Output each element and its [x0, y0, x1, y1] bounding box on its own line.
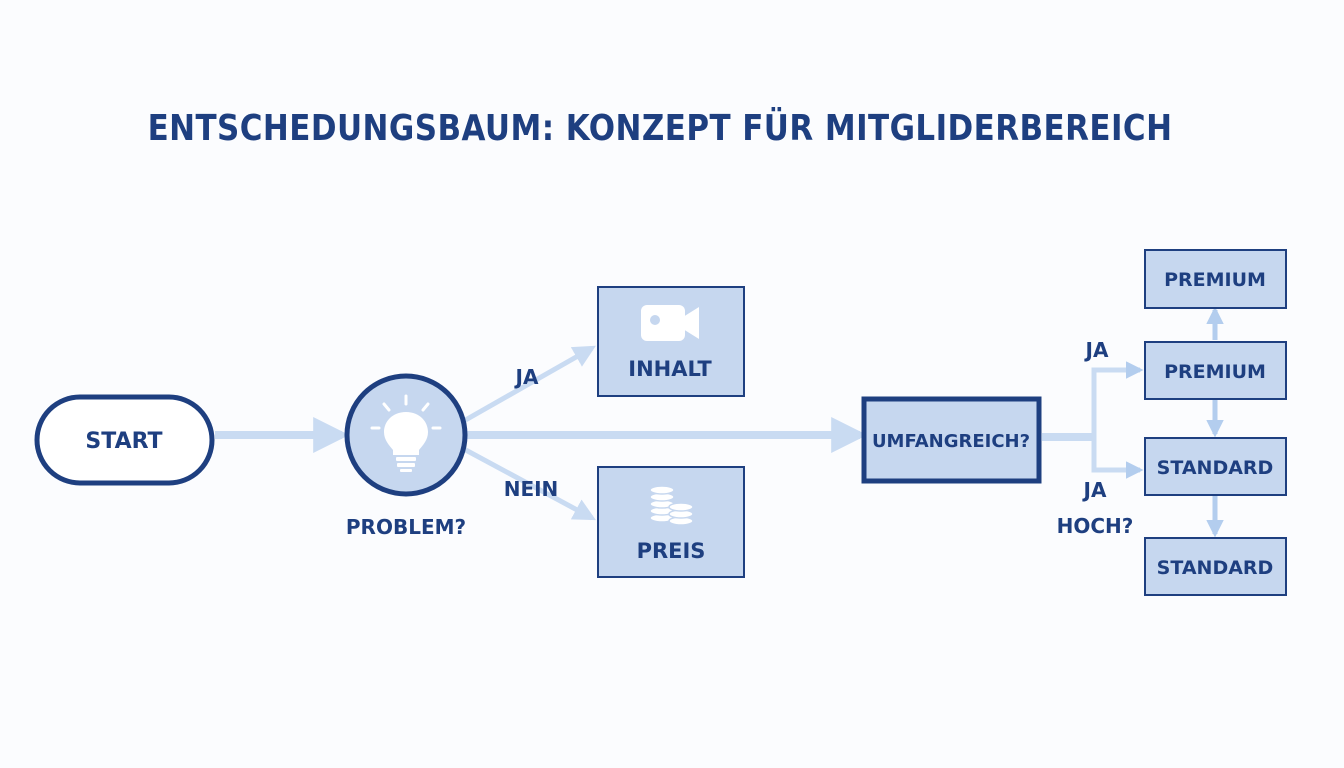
premium-node: PREMIUM — [1144, 341, 1287, 400]
page-title: ENTSCHEDUNGSBAUM: KONZEPT FÜR MITGLIDERB… — [147, 108, 1173, 149]
start-label: START — [85, 429, 162, 454]
video-camera-icon — [641, 305, 699, 341]
standard-bottom-label: STANDARD — [1157, 557, 1274, 579]
coin-stack-icon — [649, 485, 694, 526]
umfangreich-node: UMFANGREICH? — [861, 396, 1042, 484]
connectors — [215, 306, 1224, 538]
inhalt-label: INHALT — [628, 357, 712, 381]
edge-label-hoch: HOCH? — [1057, 514, 1134, 538]
problem-node: PROBLEM? — [344, 373, 468, 539]
inhalt-node: INHALT — [597, 286, 745, 397]
standard-label: STANDARD — [1157, 457, 1274, 479]
problem-label: PROBLEM? — [346, 515, 466, 539]
edge-label-ja-inhalt: JA — [514, 365, 539, 389]
premium-top-label: PREMIUM — [1164, 269, 1266, 291]
edge-label-ja-premium: JA — [1084, 338, 1109, 362]
umfangreich-label: UMFANGREICH? — [872, 431, 1030, 452]
standard-node: STANDARD — [1144, 437, 1287, 496]
edge-label-ja-standard: JA — [1082, 478, 1107, 502]
preis-node: PREIS — [597, 466, 745, 578]
arrow-problem-to-preis — [460, 445, 596, 521]
arrow-problem-to-inhalt — [460, 345, 596, 425]
edge-label-nein-preis: NEIN — [504, 477, 559, 501]
arrow-to-premium — [1091, 361, 1144, 437]
arrow-to-standard — [1091, 437, 1144, 479]
start-node: START — [34, 394, 215, 486]
premium-label: PREMIUM — [1164, 361, 1266, 383]
premium-top-node: PREMIUM — [1144, 249, 1287, 309]
standard-bottom-node: STANDARD — [1144, 537, 1287, 596]
preis-label: PREIS — [637, 539, 706, 563]
lightbulb-icon — [370, 394, 442, 472]
